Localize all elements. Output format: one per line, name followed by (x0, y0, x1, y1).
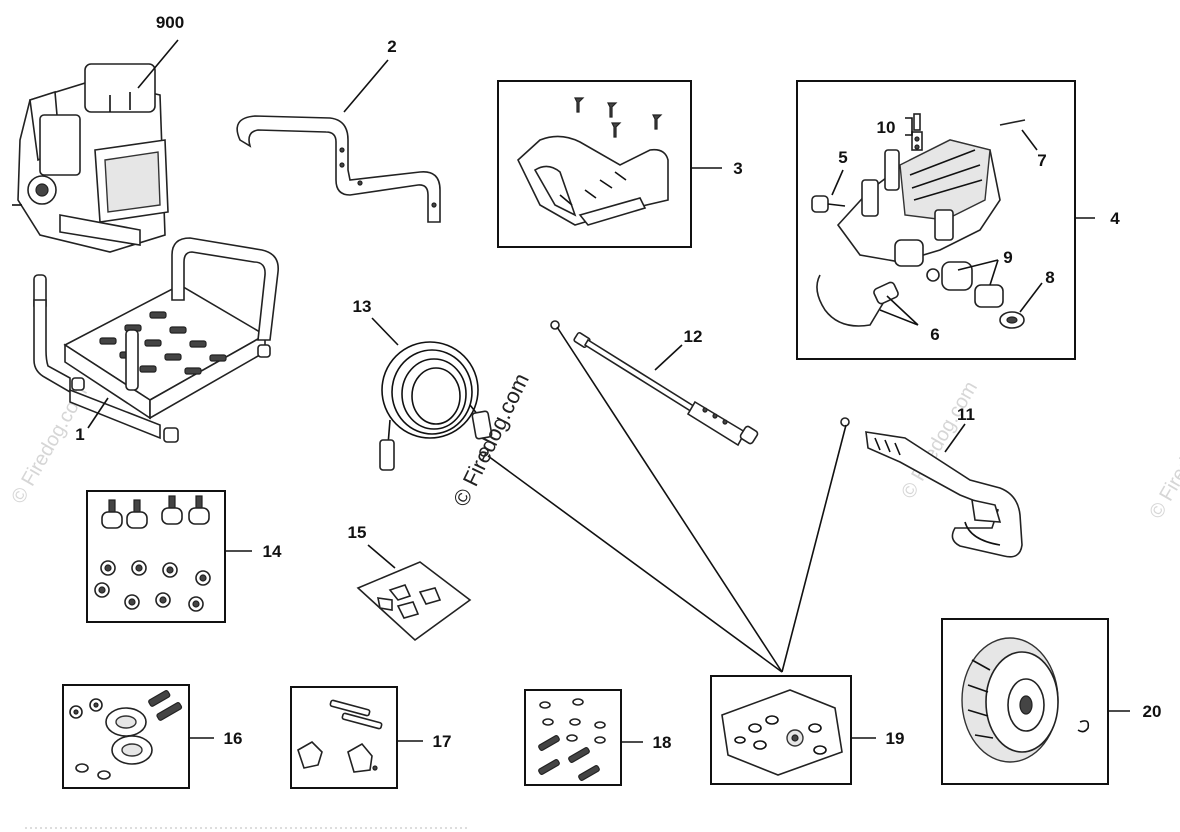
part-14-hardware-illustration (94, 495, 211, 612)
leader-13 (371, 317, 399, 346)
callout-4: 4 (1110, 209, 1120, 228)
callout-11: 11 (957, 405, 975, 424)
part-4-box (796, 80, 1076, 360)
callout-10: 10 (877, 118, 896, 137)
leader-2 (343, 59, 389, 113)
part-18-box (524, 689, 622, 786)
part-20-box (941, 618, 1109, 785)
part-19-leader-lines (487, 326, 847, 673)
watermark-right-edge: © Firedog.com (1145, 398, 1180, 523)
part-17-bolts-knobs-illustration (297, 699, 383, 773)
part-900-engine-illustration (12, 63, 169, 253)
callout-20: 20 (1143, 702, 1162, 721)
leader-1 (87, 397, 109, 429)
part-18-screws-washers-illustration (538, 698, 606, 781)
part-1-frame-illustration (33, 237, 279, 443)
callout-7: 7 (1037, 151, 1046, 170)
part-13-hose-illustration (379, 341, 493, 471)
leader-900 (137, 39, 179, 89)
part-20-wheel-illustration (961, 637, 1090, 763)
callout-12: 12 (684, 327, 703, 346)
part-15-nozzle-kit-illustration (356, 561, 472, 642)
callout-8: 8 (1045, 268, 1054, 287)
leader-12 (654, 344, 683, 371)
callout-1: 1 (75, 425, 84, 444)
part-12-wand-illustration (550, 320, 759, 447)
callout-6: 6 (930, 325, 939, 344)
callout-19: 19 (886, 729, 905, 748)
part-14-box (86, 490, 226, 623)
callout-3: 3 (733, 159, 742, 178)
callout-2: 2 (387, 37, 396, 56)
callout-18: 18 (653, 733, 672, 752)
callout-13: 13 (353, 297, 372, 316)
part-4-pump-illustration (811, 113, 1026, 329)
part-11-spray-gun-illustration (840, 417, 1023, 558)
part-16-box (62, 684, 190, 789)
part-2-handle-illustration (236, 115, 441, 223)
part-4-leaders (831, 117, 1095, 326)
callout-17: 17 (433, 732, 452, 751)
callout-900: 900 (156, 13, 184, 32)
leader-15 (367, 544, 396, 569)
part-16-wheel-bearing-kit-illustration (69, 690, 183, 780)
part-3-box (497, 80, 692, 248)
leader-11 (944, 423, 966, 453)
callout-14: 14 (263, 542, 282, 561)
callout-9: 9 (1003, 248, 1012, 267)
callout-15: 15 (348, 523, 367, 542)
part-19-box (710, 675, 852, 785)
part-19-gasket-kit-illustration (721, 689, 843, 776)
callout-5: 5 (838, 148, 847, 167)
callout-16: 16 (224, 729, 243, 748)
part-3-shroud-illustration (517, 97, 669, 226)
watermark-center: © Firedog.com (448, 369, 534, 510)
part-17-box (290, 686, 398, 789)
